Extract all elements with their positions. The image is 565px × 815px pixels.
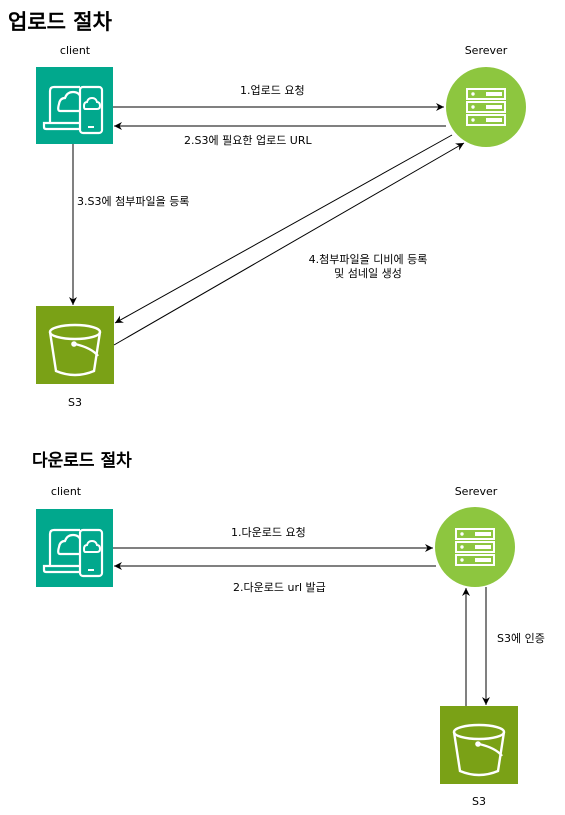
download-client-node [36, 509, 113, 587]
download-title: 다운로드 절차 [32, 451, 132, 471]
download-server-label: Serever [454, 485, 498, 498]
upload-server-node [446, 67, 526, 147]
server-rack-icon [455, 528, 495, 566]
upload-client-label: client [59, 44, 91, 57]
upload-step4-line2: 및 섬네일 생성 [334, 267, 402, 280]
download-s3-node [440, 706, 518, 784]
download-step3-label: S3에 인증 [497, 632, 545, 645]
download-client-label: client [50, 485, 82, 498]
upload-title: 업로드 절차 [8, 10, 112, 34]
upload-s3-label: S3 [68, 396, 82, 409]
upload-arrow-from-s3 [113, 142, 465, 346]
upload-step4-line1: 4.첨부파일을 디비에 등록 [308, 253, 428, 266]
upload-step3-label: 3.S3에 첨부파일을 등록 [77, 195, 190, 208]
upload-arrow-to-s3 [114, 134, 453, 324]
download-s3-label: S3 [472, 795, 486, 808]
download-step2-label: 2.다운로드 url 발급 [233, 581, 326, 594]
upload-step2-label: 2.S3에 필요한 업로드 URL [184, 134, 312, 147]
download-step1-label: 1.다운로드 요청 [231, 526, 306, 539]
server-rack-icon [466, 88, 506, 126]
upload-step4-label: 4.첨부파일을 디비에 등록 및 섬네일 생성 [283, 253, 453, 281]
download-server-node [435, 507, 515, 587]
upload-server-label: Serever [464, 44, 508, 57]
upload-step1-label: 1.업로드 요청 [240, 84, 305, 97]
upload-s3-node [36, 306, 114, 384]
upload-client-node [36, 67, 113, 144]
